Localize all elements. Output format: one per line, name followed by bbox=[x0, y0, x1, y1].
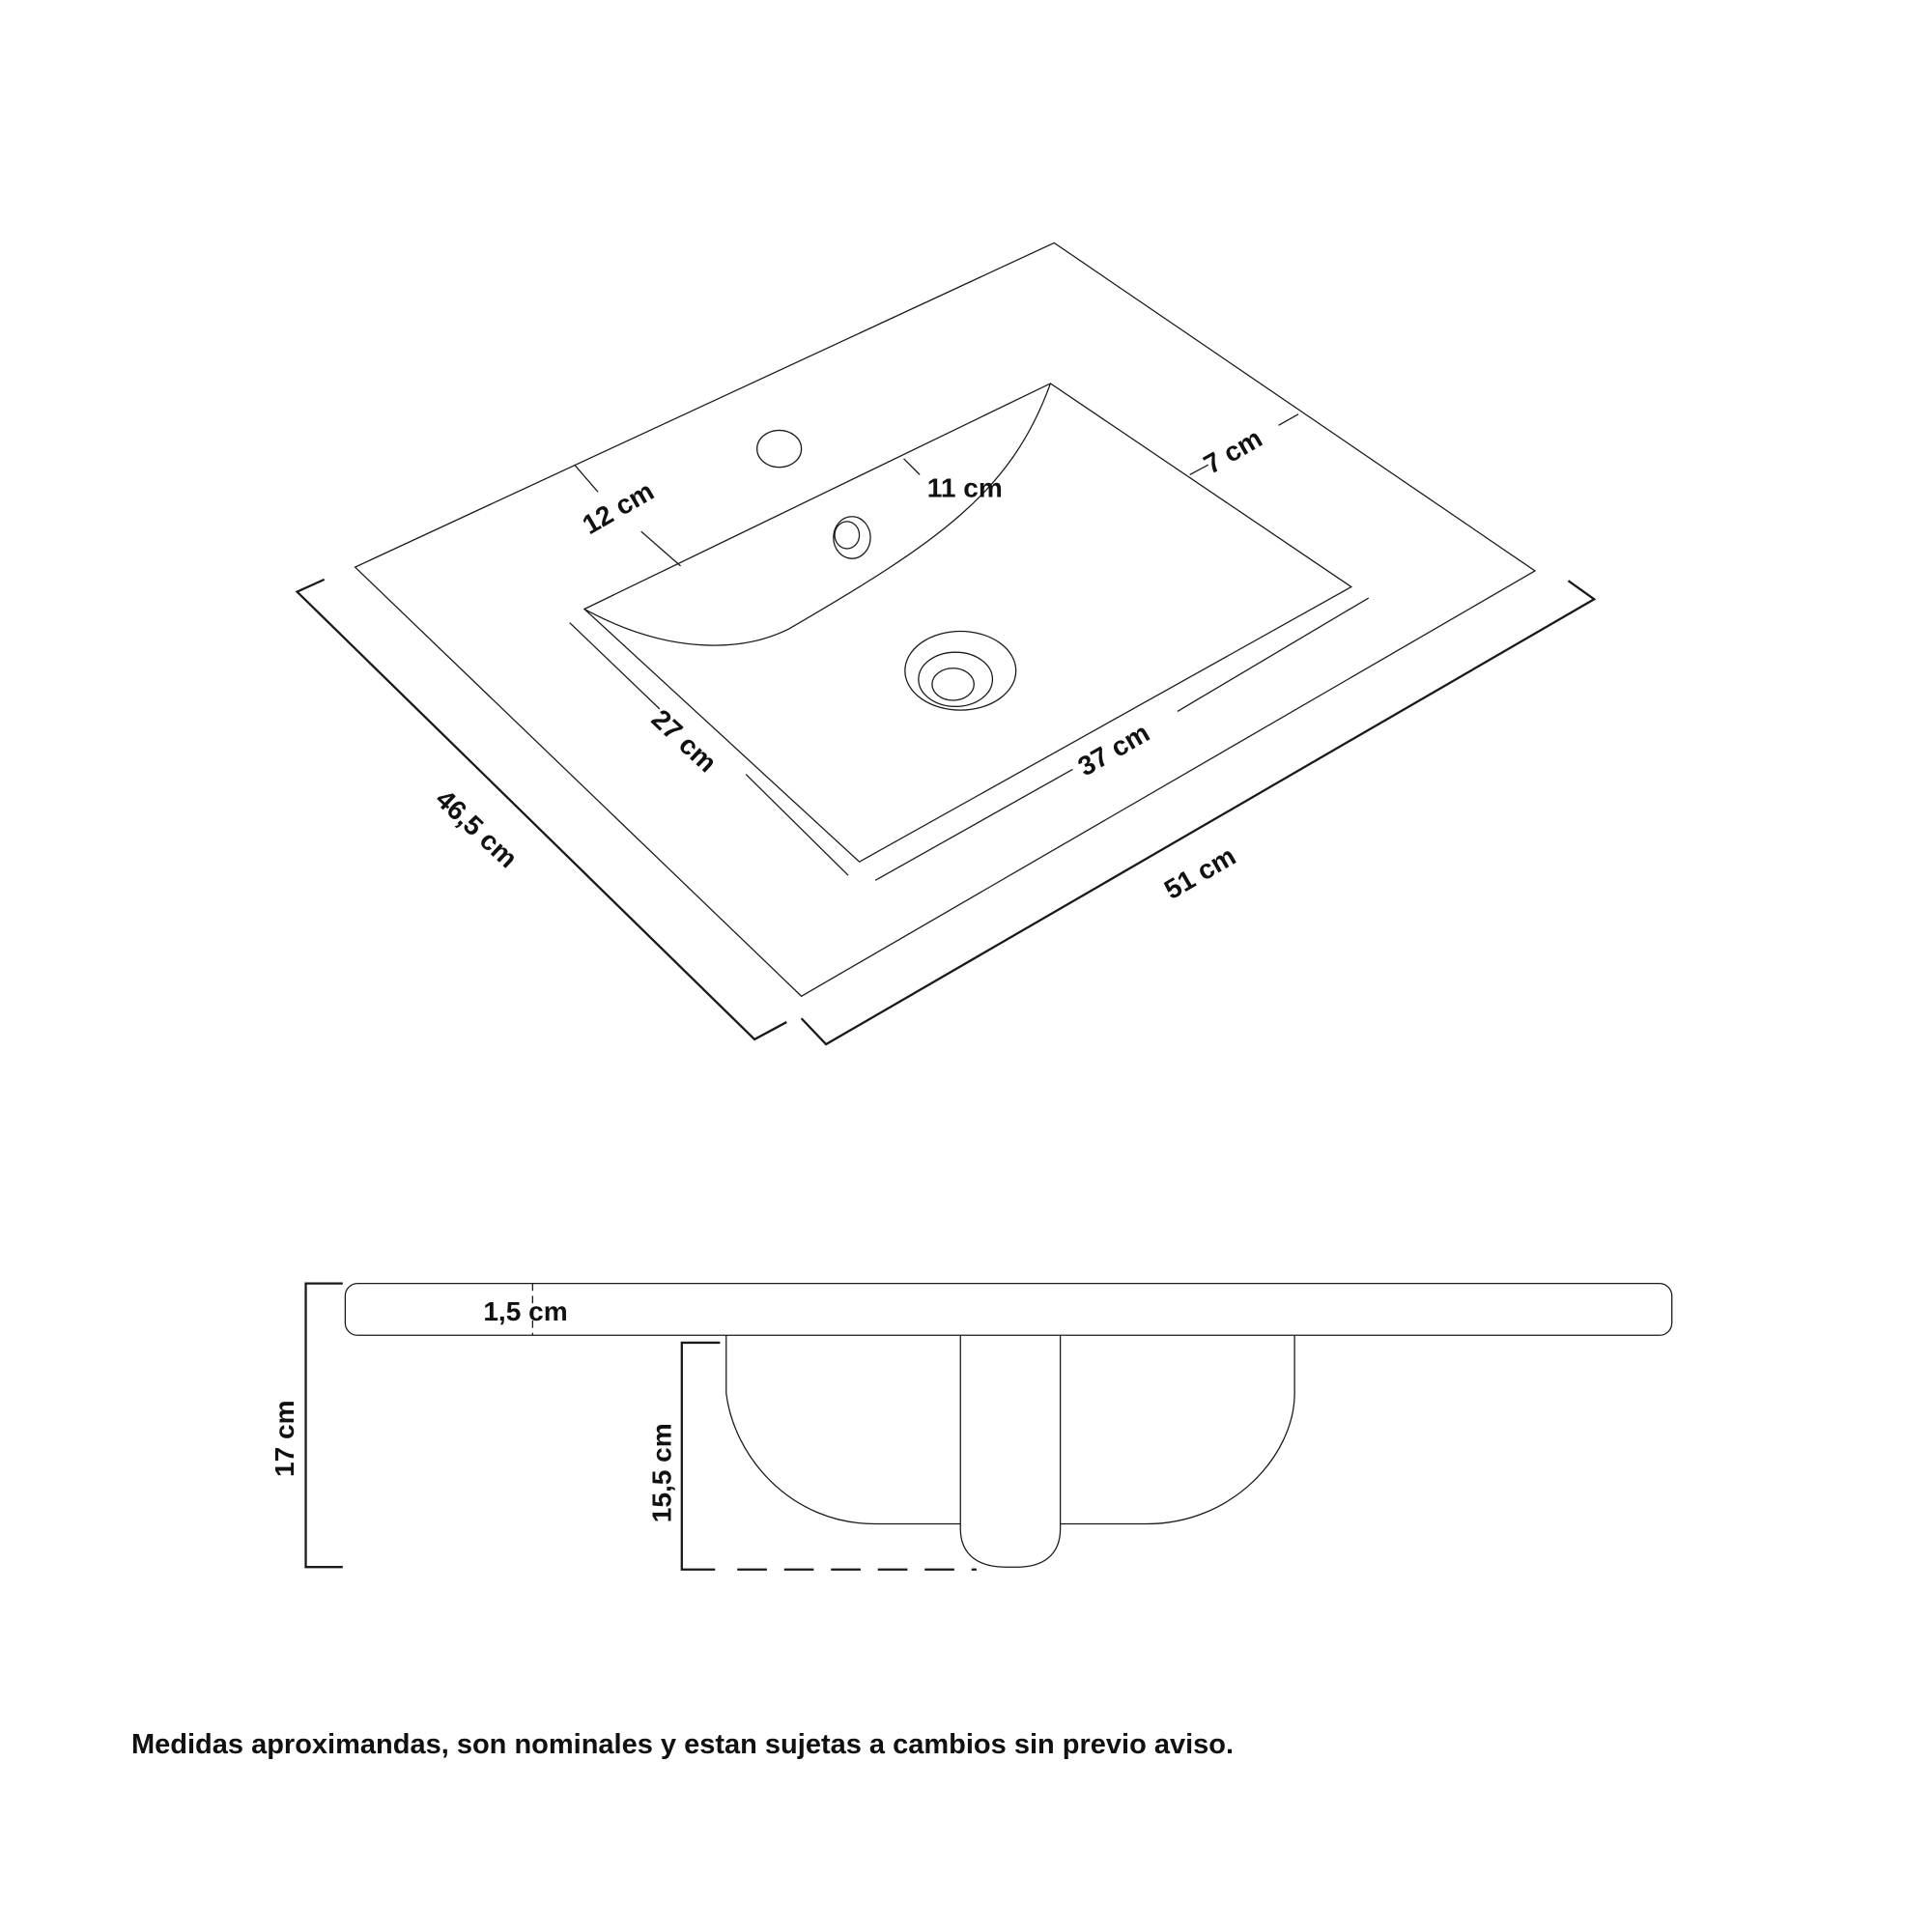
drain-inner bbox=[931, 668, 975, 701]
dim-line-side-b bbox=[1278, 413, 1299, 426]
label-total-height: 17 cm bbox=[270, 1400, 299, 1477]
dim-line-bowl-width-a bbox=[874, 768, 1073, 881]
basin-outline bbox=[582, 383, 1353, 863]
label-back-margin: 12 cm bbox=[578, 475, 659, 540]
slab bbox=[344, 1283, 1673, 1336]
top-view: 46,5 cm 51 cm 27 cm 37 cm 12 cm 11 cm 7 … bbox=[295, 242, 1597, 1046]
drain bbox=[904, 630, 1017, 711]
label-slab-thickness: 1,5 cm bbox=[483, 1296, 567, 1326]
basin-curve bbox=[583, 383, 1052, 646]
footer-note: Medidas aproximandas, son nominales y es… bbox=[131, 1729, 1235, 1760]
label-bowl-height: 15,5 cm bbox=[646, 1423, 676, 1522]
dim-line-bowl-depth-a bbox=[569, 622, 661, 710]
drain-pipe bbox=[959, 1335, 1062, 1568]
dim-line-curve bbox=[903, 458, 921, 475]
label-bowl-curve: 11 cm bbox=[927, 472, 1003, 502]
side-view: 1,5 cm 17 cm 15,5 cm bbox=[270, 1282, 1673, 1571]
dim-line-back-b bbox=[640, 530, 681, 567]
dim-line-back-a bbox=[574, 464, 599, 493]
dim-line-bowl-depth-b bbox=[745, 774, 849, 876]
drain-mid bbox=[918, 651, 994, 707]
label-depth-total: 46,5 cm bbox=[430, 783, 523, 873]
label-width-total: 51 cm bbox=[1159, 840, 1240, 905]
dim-line-total-height bbox=[304, 1282, 343, 1569]
countertop-outline bbox=[354, 242, 1537, 998]
label-bowl-width: 37 cm bbox=[1073, 718, 1154, 782]
dim-line-width bbox=[800, 580, 1597, 1046]
dim-line-bowl-width-b bbox=[1177, 597, 1370, 712]
dim-line-bowl-height bbox=[680, 1341, 721, 1571]
bowl-profile-right bbox=[1060, 1335, 1295, 1525]
faucet-hole bbox=[756, 429, 803, 469]
label-bowl-depth: 27 cm bbox=[646, 703, 723, 778]
overflow-inner bbox=[834, 521, 861, 550]
overflow-hole bbox=[833, 516, 871, 559]
dim-line-depth bbox=[295, 578, 787, 1041]
dim-line-side-a bbox=[1189, 464, 1209, 475]
label-side-margin: 7 cm bbox=[1199, 423, 1267, 480]
bowl-profile bbox=[725, 1335, 961, 1525]
